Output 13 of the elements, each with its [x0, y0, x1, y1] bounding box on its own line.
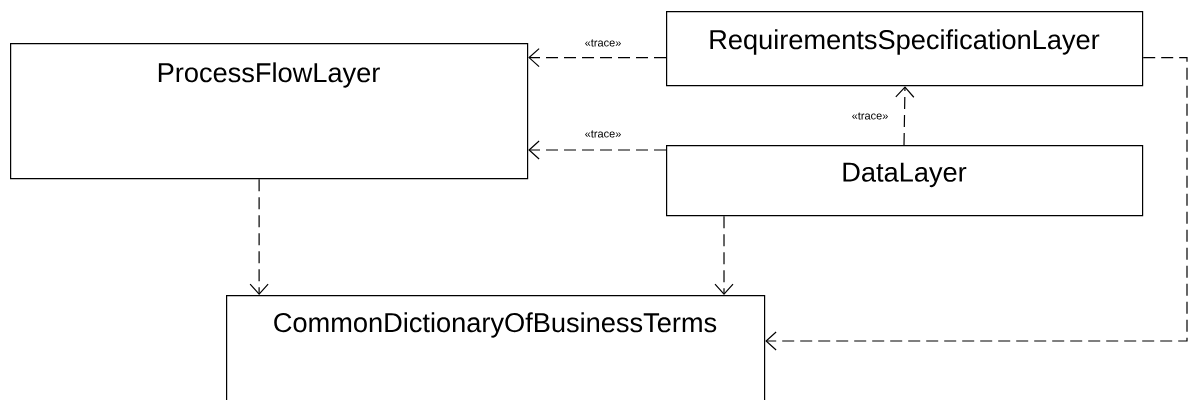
- dashed-arrow: [714, 215, 734, 295]
- edge-label: «trace»: [582, 128, 624, 140]
- dashed-arrow: [249, 178, 269, 295]
- dashed-arrow: [528, 48, 667, 68]
- dashed-arrow: [528, 140, 667, 160]
- layer-box: ProcessFlowLayer: [10, 43, 529, 180]
- edge-label: «trace»: [849, 110, 891, 122]
- layer-box: DataLayer: [666, 145, 1144, 217]
- edge-label: «trace»: [582, 37, 624, 49]
- layer-box: RequirementsSpecificationLayer: [666, 11, 1144, 87]
- dashed-arrow: [765, 57, 1188, 351]
- layer-box: CommonDictionaryOfBusinessTerms: [226, 295, 766, 400]
- dashed-arrow: [895, 86, 915, 146]
